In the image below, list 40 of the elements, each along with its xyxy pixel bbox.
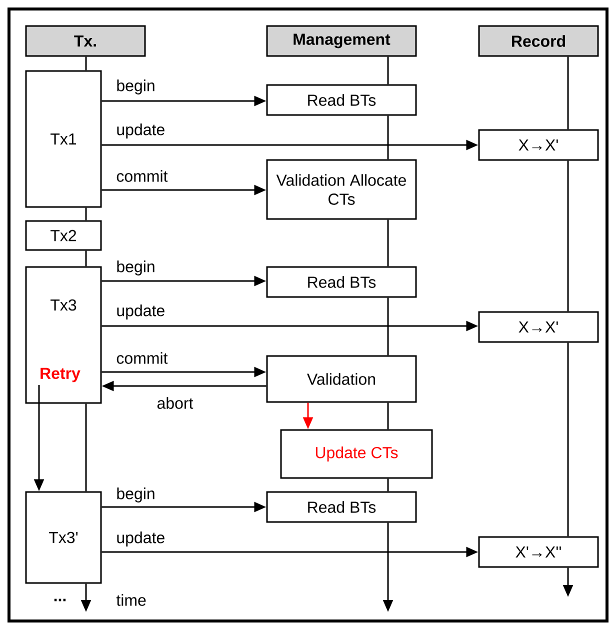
lifeline-header: Tx. [25,25,146,57]
record-box: X'→X'' [478,536,599,568]
lifeline-header: Management [266,25,417,57]
transaction-box: Tx3' [25,491,102,584]
process-box: Read BTs [266,491,417,523]
edge-label: update [115,122,166,140]
lifeline [387,298,389,356]
transaction-box: Tx3 Retry [25,266,102,404]
edge-label: begin [115,260,156,276]
process-box: Validation Allocate CTs [266,159,417,220]
lifeline [85,250,87,266]
lifeline [387,220,389,266]
edge-label: commit [115,351,169,365]
process-box: Read BTs [266,266,417,298]
transaction-box: Tx1 [25,70,102,208]
lifeline [387,478,389,492]
edge-label: update [115,530,166,548]
record-box: X→X' [478,129,599,161]
lifeline [567,160,569,312]
edge-label: begin [115,78,156,96]
lifeline [85,404,87,492]
lifeline [387,116,389,160]
lifeline [85,56,87,70]
process-box: Read BTs [266,84,417,116]
lifeline [85,208,87,220]
edge-label: commit [115,169,169,183]
record-box: X→X' [478,311,599,343]
lifeline [387,402,389,430]
axis-label: time [116,594,146,606]
edge-label: update [115,304,166,320]
edge-label: begin [115,486,156,504]
transaction-box: Tx2 [25,220,102,251]
lifeline [387,56,389,84]
lifeline-header: Record [478,25,599,57]
ellipsis: ... [54,598,66,602]
lifeline [567,56,569,130]
lifeline [567,342,569,536]
process-box: Validation [266,355,417,403]
process-box: Update CTs [280,429,433,479]
edge-label: abort [156,396,194,410]
